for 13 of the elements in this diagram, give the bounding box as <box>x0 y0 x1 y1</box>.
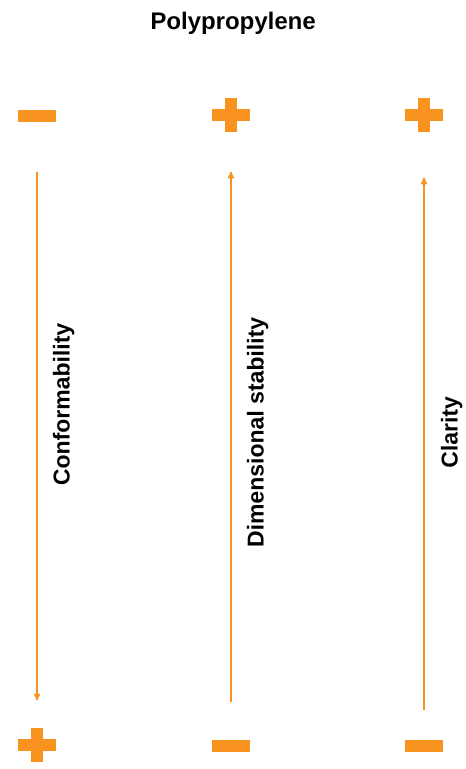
arrow <box>34 172 40 701</box>
minus-sign <box>212 740 250 752</box>
plus-sign <box>405 98 443 132</box>
plus-sign <box>212 98 250 132</box>
plus-sign <box>18 728 56 762</box>
minus-sign <box>405 740 443 752</box>
arrow <box>420 177 428 710</box>
edge-label: Conformability <box>48 322 76 486</box>
edge-label: Dimensional stability <box>242 316 270 548</box>
edge-label: Clarity <box>436 396 464 468</box>
arrow <box>228 171 234 702</box>
minus-sign <box>18 110 56 122</box>
title: Polypropylene <box>149 8 317 36</box>
